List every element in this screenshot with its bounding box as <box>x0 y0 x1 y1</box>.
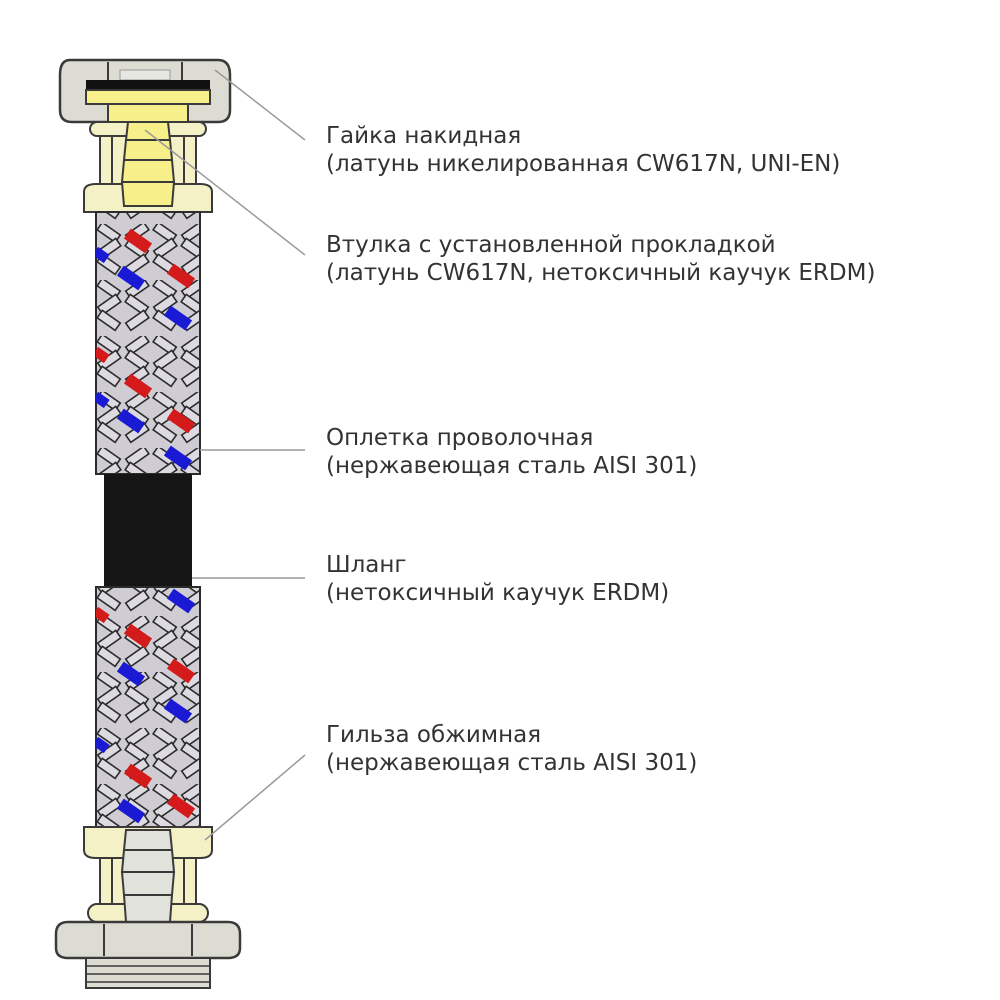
label-union-nut: Гайка накидная (латунь никелированная CW… <box>326 122 840 178</box>
label-material: (нетоксичный каучук ERDM) <box>326 580 670 606</box>
label-wire-braid: Оплетка проволочная (нержавеющая сталь A… <box>326 424 697 480</box>
bottom-hex-nut <box>54 920 242 960</box>
label-material: (нержавеющая сталь AISI 301) <box>326 750 698 776</box>
top-sleeve <box>83 103 213 213</box>
top-wire-braid <box>95 211 201 475</box>
leader-line-ferrule <box>204 754 306 841</box>
rubber-hose <box>104 474 192 587</box>
label-title: Гайка накидная <box>326 123 522 149</box>
leader-line-nut <box>214 69 306 141</box>
label-title: Втулка с установленной прокладкой <box>326 232 776 258</box>
label-hose: Шланг (нетоксичный каучук ERDM) <box>326 551 669 607</box>
label-material: (латунь никелированная CW617N, UNI-EN) <box>326 151 841 177</box>
leader-line-sleeve <box>144 129 306 256</box>
bottom-thread <box>85 957 211 989</box>
label-material: (латунь CW617N, нетоксичный каучук ERDM) <box>326 260 876 286</box>
bottom-ferrule <box>83 826 213 923</box>
label-material: (нержавеющая сталь AISI 301) <box>326 453 698 479</box>
top-gasket <box>85 80 211 105</box>
label-title: Оплетка проволочная <box>326 425 594 451</box>
label-title: Шланг <box>326 552 407 578</box>
label-crimp-ferrule: Гильза обжимная (нержавеющая сталь AISI … <box>326 721 697 777</box>
label-sleeve-gasket: Втулка с установленной прокладкой (латун… <box>326 231 875 287</box>
label-title: Гильза обжимная <box>326 722 542 748</box>
bottom-wire-braid <box>95 586 201 828</box>
